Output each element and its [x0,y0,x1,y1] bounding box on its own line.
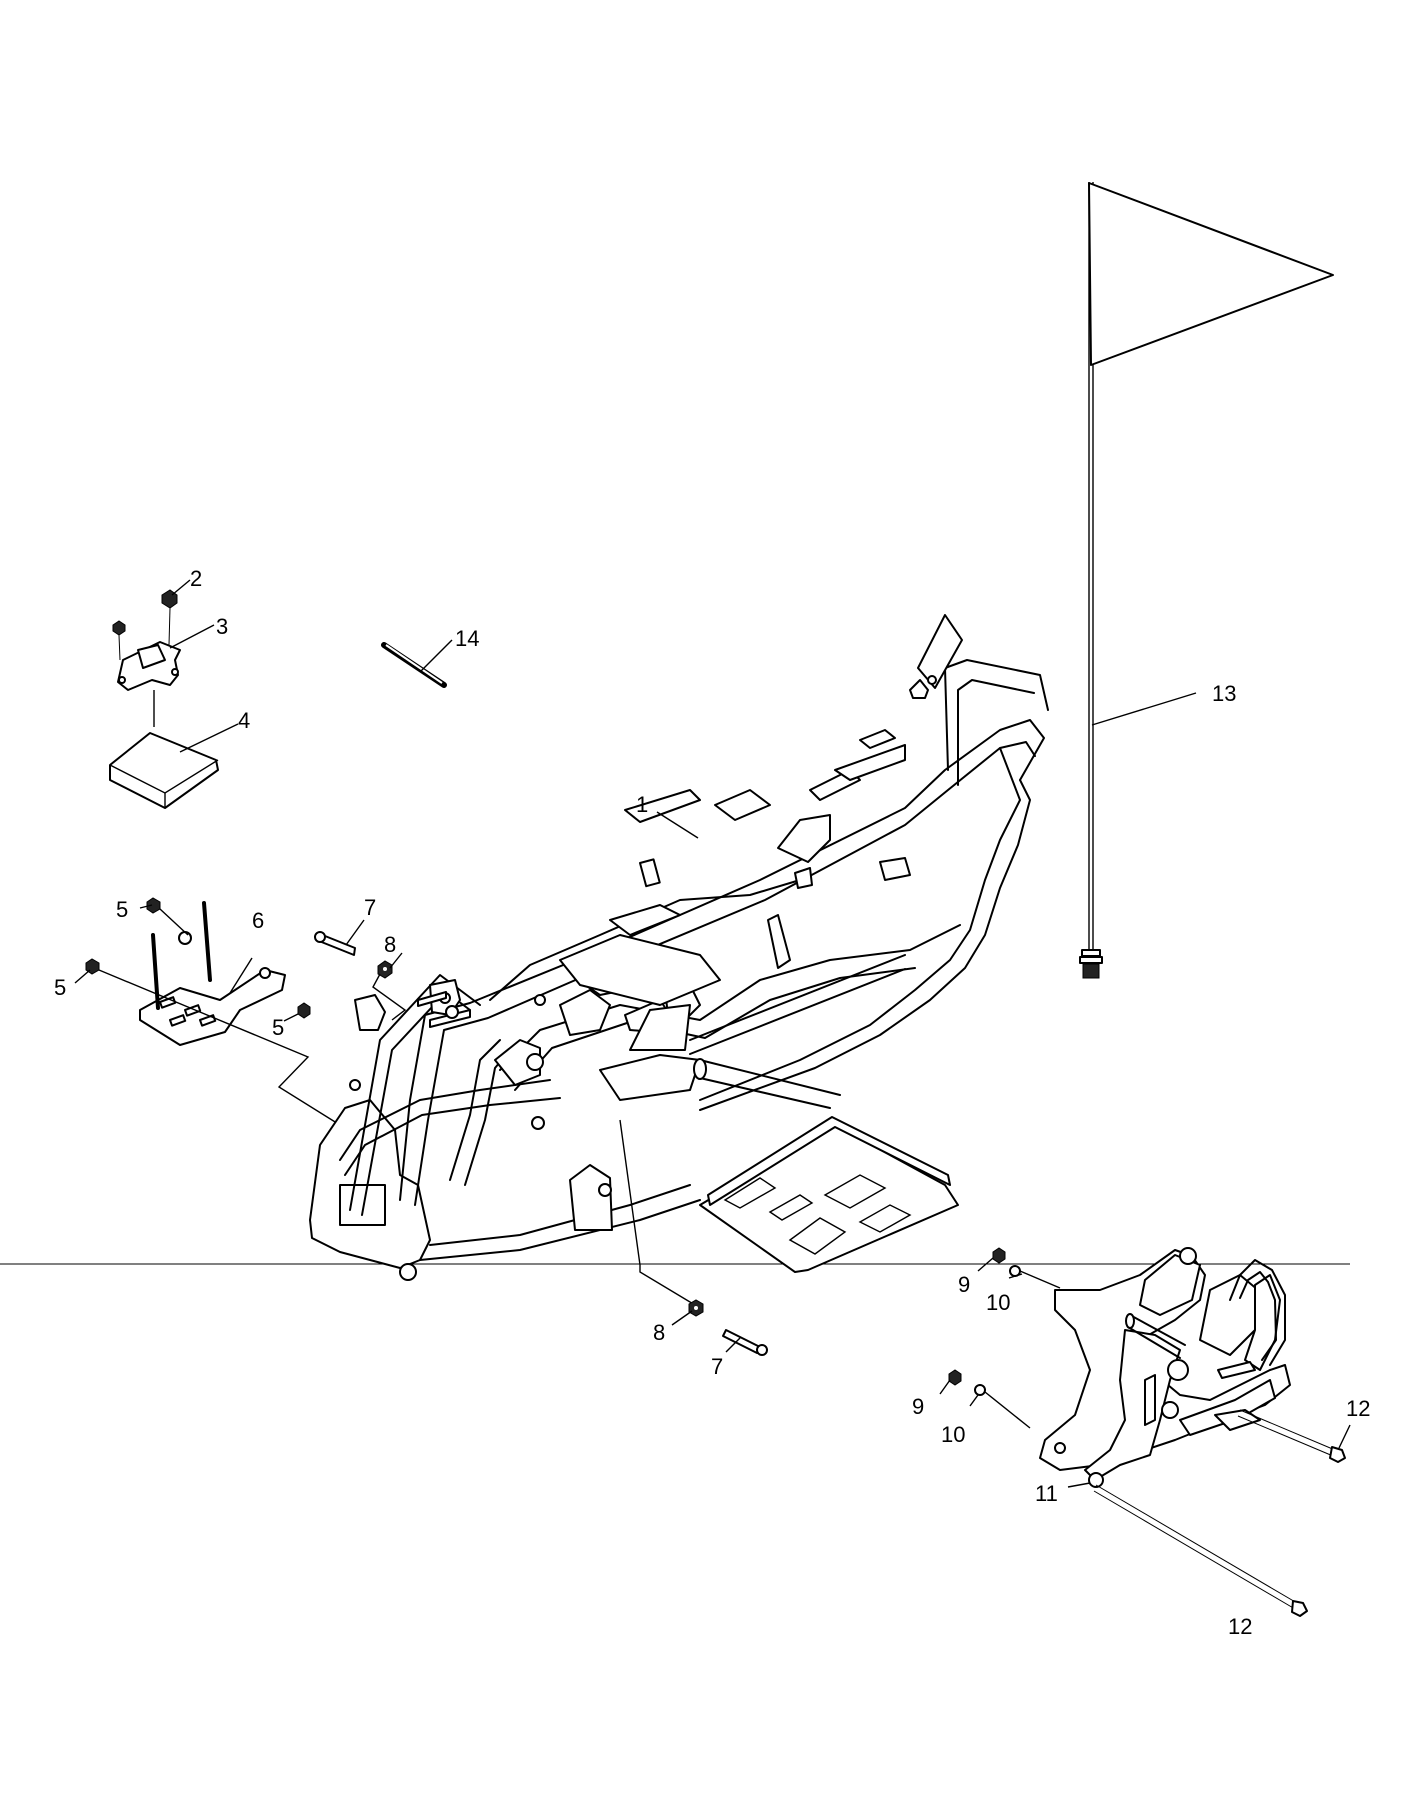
callout-9a: 9 [958,1272,970,1297]
nut [112,589,178,636]
leader-8a [389,952,403,969]
upper-bolt [314,931,356,956]
callout-6: 6 [252,908,264,933]
leader-5a-screw [159,908,189,936]
leader-13 [1091,692,1197,726]
leader-8a-to-frame [372,973,407,1021]
callout-12b: 12 [1228,1614,1252,1639]
leader-5c [283,1013,299,1022]
leader-9b [939,1379,951,1395]
leader-4 [179,723,239,753]
leader-12a [1338,1424,1351,1449]
callout-11: 11 [1035,1481,1058,1506]
leader-9a [977,1257,994,1272]
leader-5b [74,969,91,984]
callout-10b: 10 [941,1422,965,1447]
callout-9b: 9 [912,1394,924,1419]
leader-5a [139,904,153,909]
long-bolts [1093,1409,1346,1617]
leader-6 [229,957,253,994]
leader-7b [725,1337,741,1353]
callout-13: 13 [1212,681,1236,706]
callout-14: 14 [455,626,479,651]
leader-11 [1067,1482,1091,1488]
safety-flag [1079,182,1334,979]
callout-5a: 5 [116,897,128,922]
callout-4: 4 [238,708,250,733]
callout-10a: 10 [986,1290,1010,1315]
leader-10b-to-part [984,1391,1031,1429]
lower-bolt [722,1329,768,1356]
leader-3 [169,624,215,649]
callout-8a: 8 [384,932,396,957]
leader-frame-to-nut [619,1119,696,1306]
callout-12a: 12 [1346,1396,1370,1421]
callout-7b: 7 [711,1354,723,1379]
switch-bracket [117,641,181,691]
leader-8b [671,1310,693,1326]
leader-10a-to-part [1019,1270,1061,1289]
leader-10b [969,1394,979,1407]
callout-8b: 8 [653,1320,665,1345]
callout-2: 2 [190,566,202,591]
lower-nut [688,1299,704,1317]
rear-mount-bracket [1039,1247,1291,1488]
leader-5-to-frame [98,969,349,1131]
callout-3: 3 [216,614,228,639]
rod [381,642,447,688]
callout-5c: 5 [272,1015,284,1040]
leader-10a [1008,1273,1023,1279]
leader-7a [345,919,365,946]
main-frame [309,614,1049,1281]
leader-1 [656,811,699,839]
callout-5b: 5 [54,975,66,1000]
pad [109,732,219,809]
nuts-washers [948,1247,1021,1396]
callout-1: 1 [636,792,648,817]
upper-nut [377,960,393,979]
callout-7a: 7 [364,895,376,920]
leader-14 [419,639,453,673]
screws [85,897,311,1019]
leader-2 [171,579,191,596]
